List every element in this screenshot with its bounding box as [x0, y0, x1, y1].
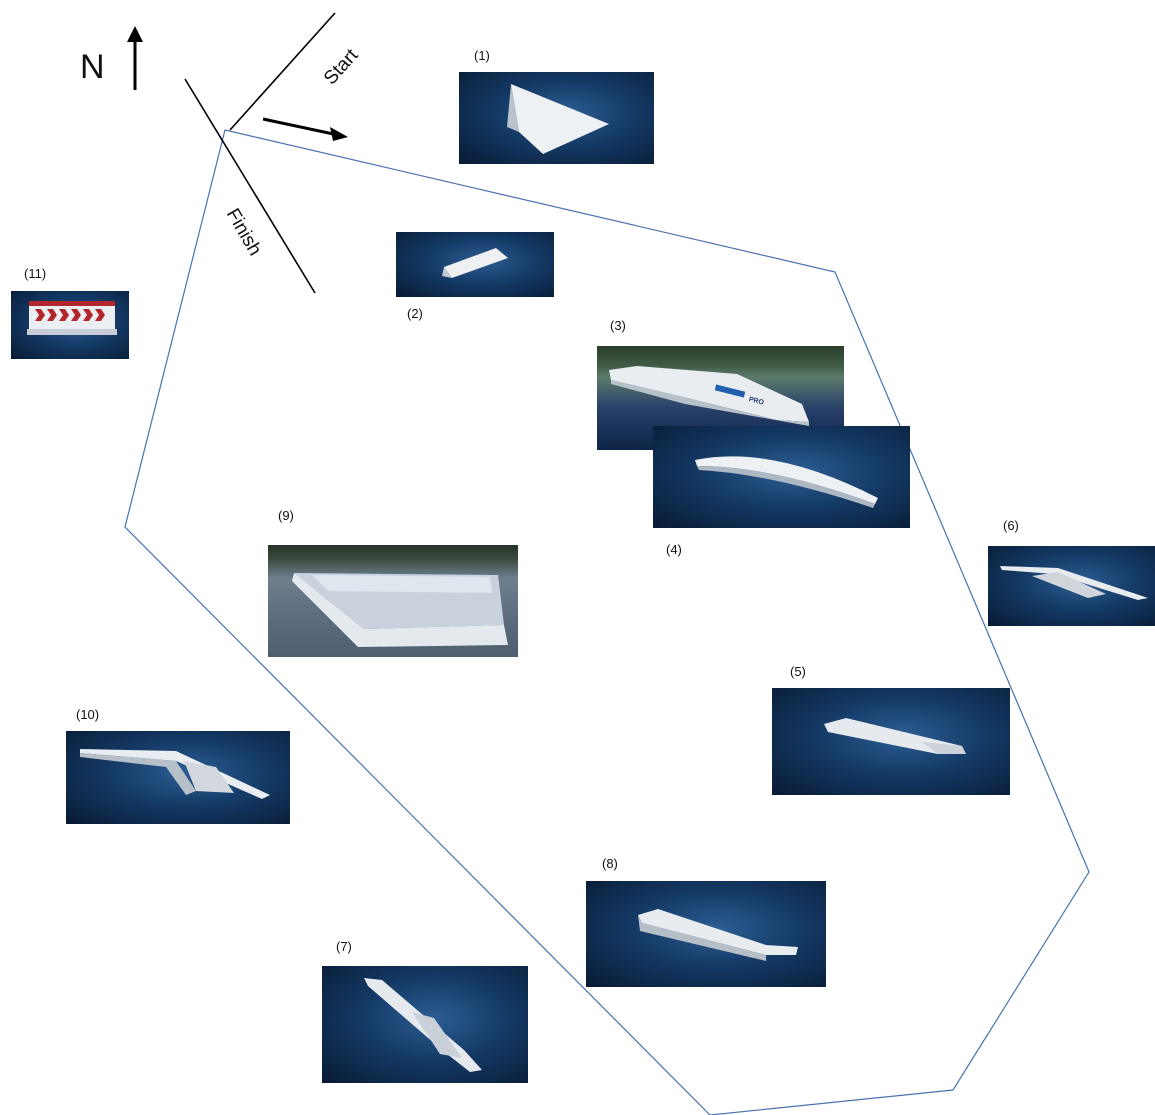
obstacle-7-photo [322, 966, 528, 1083]
box-slider-icon [638, 909, 798, 961]
chevron-barrier-icon [27, 301, 117, 335]
obstacle-5-photo [772, 688, 1010, 795]
small-kicker-icon [442, 248, 508, 278]
course-boundary [124, 129, 1090, 1115]
curved-slider-icon [695, 456, 878, 508]
obstacle-6-number: (6) [1003, 518, 1019, 533]
obstacle-9-photo [268, 545, 518, 657]
obstacle-9-number: (9) [278, 508, 294, 523]
finish-line [184, 78, 316, 294]
direction-arrow [262, 117, 348, 141]
obstacle-1-photo [459, 72, 654, 164]
obstacle-7-number: (7) [336, 939, 352, 954]
start-line [229, 12, 336, 131]
obstacle-10-number: (10) [76, 707, 100, 722]
long-slider-icon: PRO [609, 366, 809, 426]
obstacle-2-number: (2) [407, 306, 423, 321]
kicker-ramp-icon [507, 84, 609, 154]
obstacle-2-photo [396, 232, 554, 297]
north-arrow-icon [127, 26, 143, 90]
combo-slider-icon [80, 749, 270, 799]
obstacle-11-photo [11, 291, 129, 359]
obstacle-4-photo [653, 426, 910, 528]
angled-slider-icon [364, 978, 482, 1072]
flat-slider-icon [824, 718, 966, 754]
obstacle-8-number: (8) [602, 856, 618, 871]
north-label: N [80, 48, 105, 86]
obstacle-3-brand: PRO [748, 396, 765, 407]
obstacle-6-photo [988, 546, 1155, 626]
obstacle-4-number: (4) [666, 542, 682, 557]
obstacle-8-photo [586, 881, 826, 987]
obstacle-1-number: (1) [474, 48, 490, 63]
obstacle-11-number: (11) [24, 266, 47, 281]
pool-box-icon [292, 573, 508, 647]
obstacle-3-number: (3) [610, 318, 626, 333]
obstacle-10-photo [66, 731, 290, 824]
obstacle-5-number: (5) [790, 664, 806, 679]
double-slider-icon [1000, 566, 1148, 600]
